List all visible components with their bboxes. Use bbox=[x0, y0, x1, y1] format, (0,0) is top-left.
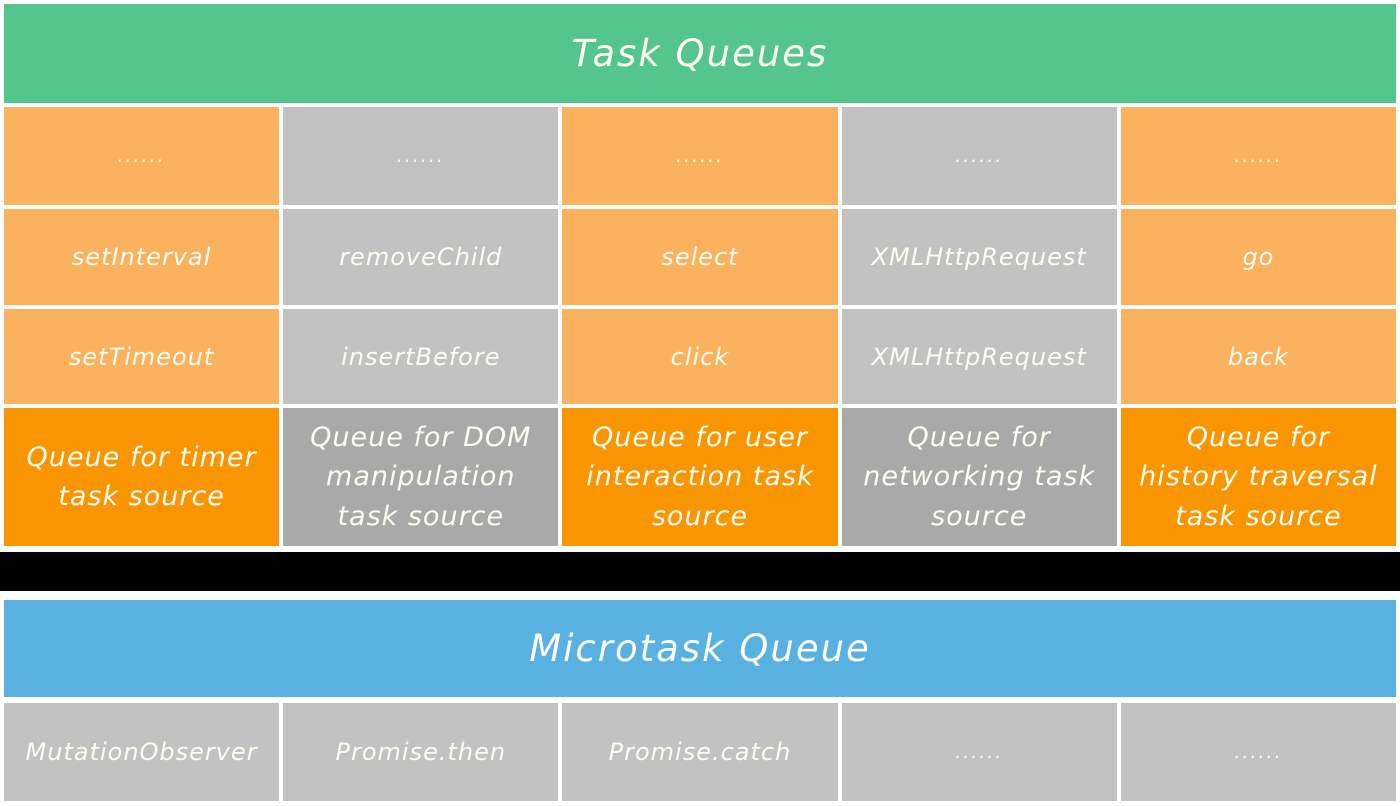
microtask-cell: ...... bbox=[1120, 703, 1396, 801]
task-cell-select: select bbox=[562, 209, 838, 305]
task-cell-xmlhttprequest: XMLHttpRequest bbox=[841, 209, 1117, 305]
task-cell: ...... bbox=[283, 107, 559, 205]
task-queues-grid: ...... ...... ...... ...... ...... setIn… bbox=[4, 107, 1396, 546]
queue-label-networking: Queue for networking task source bbox=[841, 408, 1117, 546]
task-cell-setinterval: setInterval bbox=[4, 209, 280, 305]
microtask-cell-mutationobserver: MutationObserver bbox=[4, 703, 280, 801]
task-cell-click: click bbox=[562, 309, 838, 404]
microtask-cell: ...... bbox=[841, 703, 1117, 801]
task-cell: ...... bbox=[1120, 107, 1396, 205]
task-cell-xmlhttprequest: XMLHttpRequest bbox=[841, 309, 1117, 404]
queue-label-timer: Queue for timer task source bbox=[4, 408, 280, 546]
section-separator bbox=[0, 552, 1400, 591]
task-cell-back: back bbox=[1120, 309, 1396, 404]
queue-label-user-interaction: Queue for user interaction task source bbox=[562, 408, 838, 546]
microtask-queue-title: Microtask Queue bbox=[529, 627, 871, 670]
task-cell: ...... bbox=[562, 107, 838, 205]
microtask-cell-promise-then: Promise.then bbox=[283, 703, 559, 801]
queue-label-dom-manipulation: Queue for DOM manipulation task source bbox=[283, 408, 559, 546]
microtask-cell-promise-catch: Promise.catch bbox=[562, 703, 838, 801]
task-cell: ...... bbox=[841, 107, 1117, 205]
task-cell-settimeout: setTimeout bbox=[4, 309, 280, 404]
task-cell-removechild: removeChild bbox=[283, 209, 559, 305]
microtask-queue-header: Microtask Queue bbox=[4, 600, 1396, 697]
task-queues-title: Task Queues bbox=[571, 32, 829, 75]
task-cell: ...... bbox=[4, 107, 280, 205]
microtask-queue-grid: MutationObserver Promise.then Promise.ca… bbox=[4, 703, 1396, 801]
task-cell-insertbefore: insertBefore bbox=[283, 309, 559, 404]
task-queues-header: Task Queues bbox=[4, 4, 1396, 103]
queue-label-history-traversal: Queue for history traversal task source bbox=[1120, 408, 1396, 546]
task-cell-go: go bbox=[1120, 209, 1396, 305]
